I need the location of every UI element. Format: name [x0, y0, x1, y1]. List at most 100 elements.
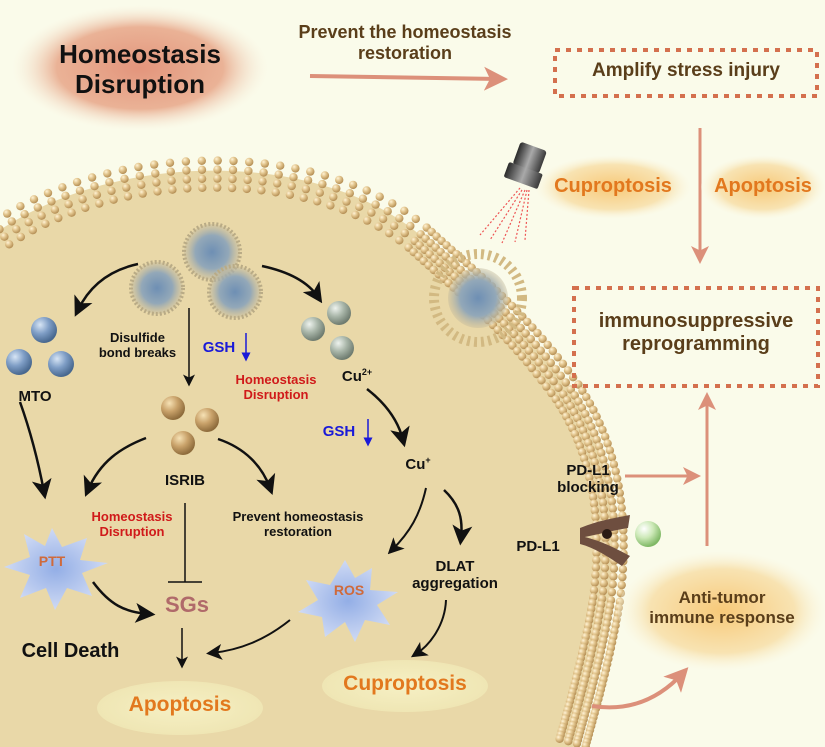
lipid-bead: [605, 446, 615, 455]
lipid-bead: [522, 358, 532, 367]
lipid-bead: [315, 188, 324, 197]
inhibition-bar: [168, 503, 202, 583]
lipid-bead: [197, 174, 207, 183]
homeo-red2-line1: Homeostasis: [91, 509, 173, 524]
lipid-bead: [537, 376, 546, 385]
nanoparticle-cluster: [129, 222, 263, 320]
lipid-bead: [43, 188, 53, 198]
lipid-bead: [342, 197, 351, 206]
lipid-bead: [406, 221, 415, 231]
lipid-bead: [72, 177, 82, 187]
lipid-bead: [554, 383, 563, 392]
lipid-bead: [198, 183, 207, 192]
lipid-bead: [64, 200, 73, 209]
top-arrow-label: Prevent the homeostasis restoration: [285, 22, 525, 63]
lipid-bead: [607, 587, 617, 597]
lipid-bead: [301, 184, 311, 194]
lipid-bead: [608, 504, 617, 513]
dlat-line1: DLAT: [435, 558, 475, 575]
lipid-bead: [92, 190, 102, 199]
lipid-bead: [375, 192, 384, 201]
pdl1-clip-icon: [580, 515, 661, 566]
lipid-bead: [507, 301, 517, 311]
lipid-bead: [87, 173, 97, 182]
lipid-bead: [47, 197, 56, 206]
mto-label: MTO: [18, 388, 52, 405]
lipid-bead: [590, 578, 599, 587]
immuno-dashed-box: [572, 286, 820, 388]
lipid-bead: [182, 166, 191, 175]
lipid-bead: [150, 160, 159, 169]
lipid-bead: [273, 179, 282, 188]
ros-star: [298, 560, 398, 642]
lipid-bead: [577, 403, 587, 412]
apoptosis-inside-ellipse: [97, 681, 263, 735]
isrib-label: ISRIB: [164, 472, 205, 489]
dlat-aggregation-label: DLAT aggregation: [400, 558, 510, 593]
lipid-bead: [135, 171, 144, 181]
cu1-superscript: +: [425, 455, 431, 465]
lipid-bead: [601, 556, 610, 565]
cuproptosis-glow: [535, 155, 691, 219]
homeostasis-disruption-ellipse: [12, 5, 268, 131]
lipid-bead: [582, 392, 591, 402]
lipid-bead: [539, 364, 548, 373]
lipid-bead: [570, 391, 579, 400]
prevent-line1: Prevent homeostasis: [232, 509, 364, 524]
amplify-stress-injury-label: Amplify stress injury: [592, 60, 780, 81]
lipid-bead: [16, 202, 25, 211]
lipid-bead: [618, 572, 627, 582]
lipid-bead: [197, 156, 206, 165]
immuno-line2: reprogramming: [622, 333, 770, 355]
lipid-bead: [541, 352, 550, 361]
cell-death-label: Cell Death: [21, 640, 120, 662]
lipid-bead: [118, 165, 128, 175]
lipid-bead: [603, 439, 612, 448]
lipid-bead: [103, 169, 112, 178]
lipid-bead: [153, 187, 162, 196]
bottom-curved-arrow: [591, 667, 689, 710]
lipid-bead: [122, 183, 131, 192]
lipid-bead: [524, 346, 534, 355]
lipid-bead: [611, 467, 620, 476]
lipid-bead: [181, 157, 191, 166]
lipid-bead: [197, 165, 207, 174]
lipid-bead: [257, 186, 266, 195]
lipid-bead: [601, 462, 610, 471]
lipid-bead: [517, 352, 527, 361]
arrow-to-cu2: [261, 264, 323, 304]
lipid-bead: [604, 476, 613, 485]
top-rose-arrow: [309, 66, 508, 91]
cu2-text: Cu: [341, 368, 362, 385]
lipid-bead: [617, 503, 626, 512]
lipid-bead: [581, 432, 590, 441]
lipid-bead: [0, 232, 9, 241]
arrow-to-mto: [74, 262, 139, 317]
lipid-bead: [599, 579, 608, 588]
lipid-bead: [29, 195, 39, 204]
lipid-bead: [595, 419, 604, 428]
lipid-bead: [617, 580, 626, 590]
lipid-bead: [358, 194, 368, 203]
lipid-bead: [587, 486, 597, 495]
lipid-bead: [371, 200, 380, 209]
lipid-bead: [509, 329, 519, 339]
arrow-ros-to-apoptosis: [206, 619, 291, 660]
apoptosis-glow: [701, 155, 825, 219]
lipid-bead: [242, 184, 251, 194]
cu2-superscript: 2+: [361, 367, 373, 377]
title-line1: Homeostasis: [59, 39, 221, 69]
lipid-bead: [400, 228, 409, 238]
lipid-bead: [534, 358, 543, 367]
ptt-label: PTT: [38, 553, 66, 569]
lipid-bead: [595, 477, 604, 487]
immunosuppressive-label: immunosuppressive reprogramming: [574, 310, 818, 356]
disulfide-label: Disulfide bond breaks: [90, 330, 185, 361]
lipid-bead: [168, 185, 177, 194]
prevent-homeostasis-label: Prevent homeostasis restoration: [218, 509, 378, 540]
lipid-bead: [395, 236, 404, 245]
lipid-bead: [619, 541, 628, 550]
lipid-bead: [50, 205, 60, 214]
lipid-bead: [120, 174, 129, 183]
lipid-bead: [578, 386, 587, 395]
